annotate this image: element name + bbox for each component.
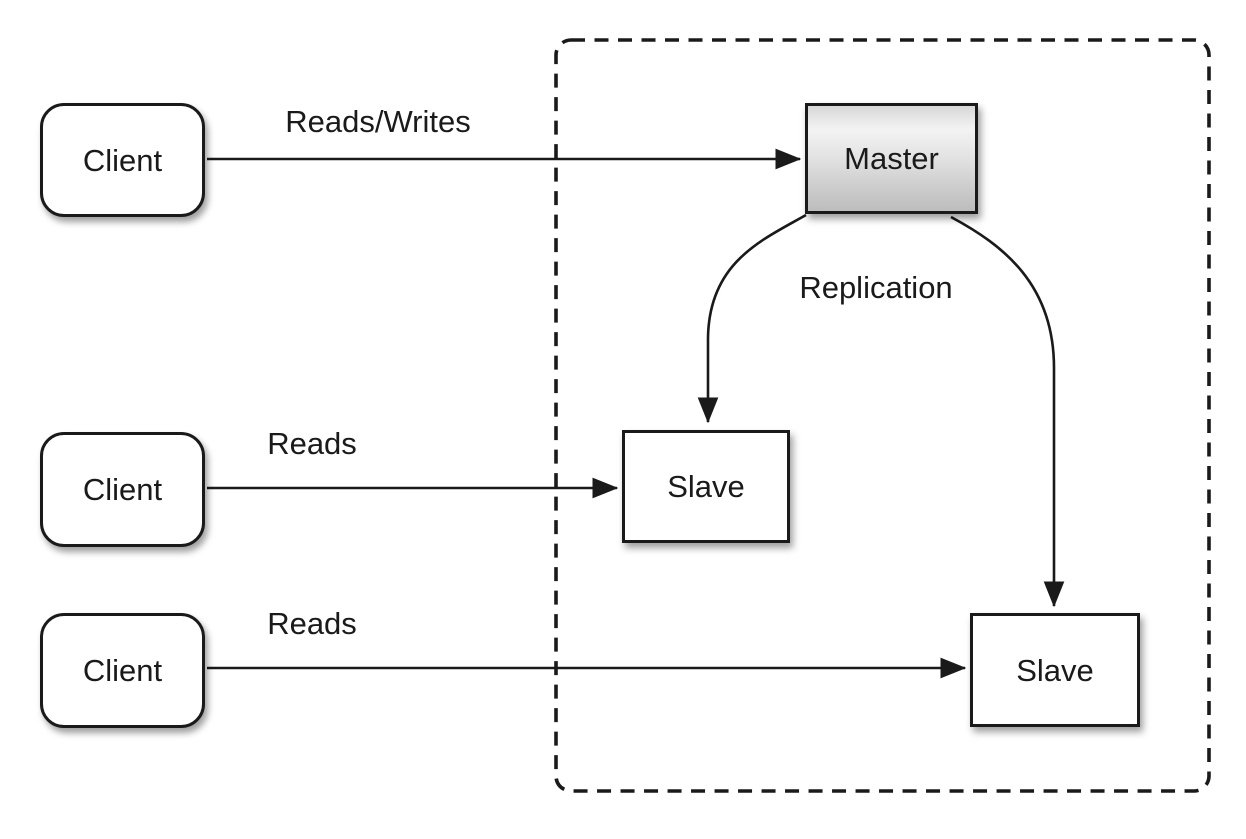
node-slave-1: Slave: [622, 430, 790, 543]
node-client-3: Client: [40, 613, 205, 728]
node-client-2: Client: [40, 432, 205, 547]
node-slave-2: Slave: [970, 613, 1140, 727]
node-client-1-label: Client: [82, 142, 163, 178]
node-client-2-label: Client: [82, 472, 163, 507]
replication-cluster-boundary: [554, 38, 1211, 793]
node-slave-1-label: Slave: [667, 469, 745, 504]
replication-arrow-right: [950, 215, 1065, 608]
node-master-label: Master: [844, 141, 939, 176]
reads-label-mid: Reads: [267, 426, 357, 461]
node-master: Master: [805, 103, 978, 214]
reads-label-bottom: Reads: [267, 606, 357, 641]
replication-label: Replication: [799, 270, 953, 305]
node-slave-2-label: Slave: [1016, 652, 1094, 688]
node-client-1: Client: [40, 103, 205, 217]
node-client-3-label: Client: [82, 653, 163, 688]
replication-arrow-left: [697, 213, 807, 424]
reads-writes-label: Reads/Writes: [285, 104, 471, 139]
